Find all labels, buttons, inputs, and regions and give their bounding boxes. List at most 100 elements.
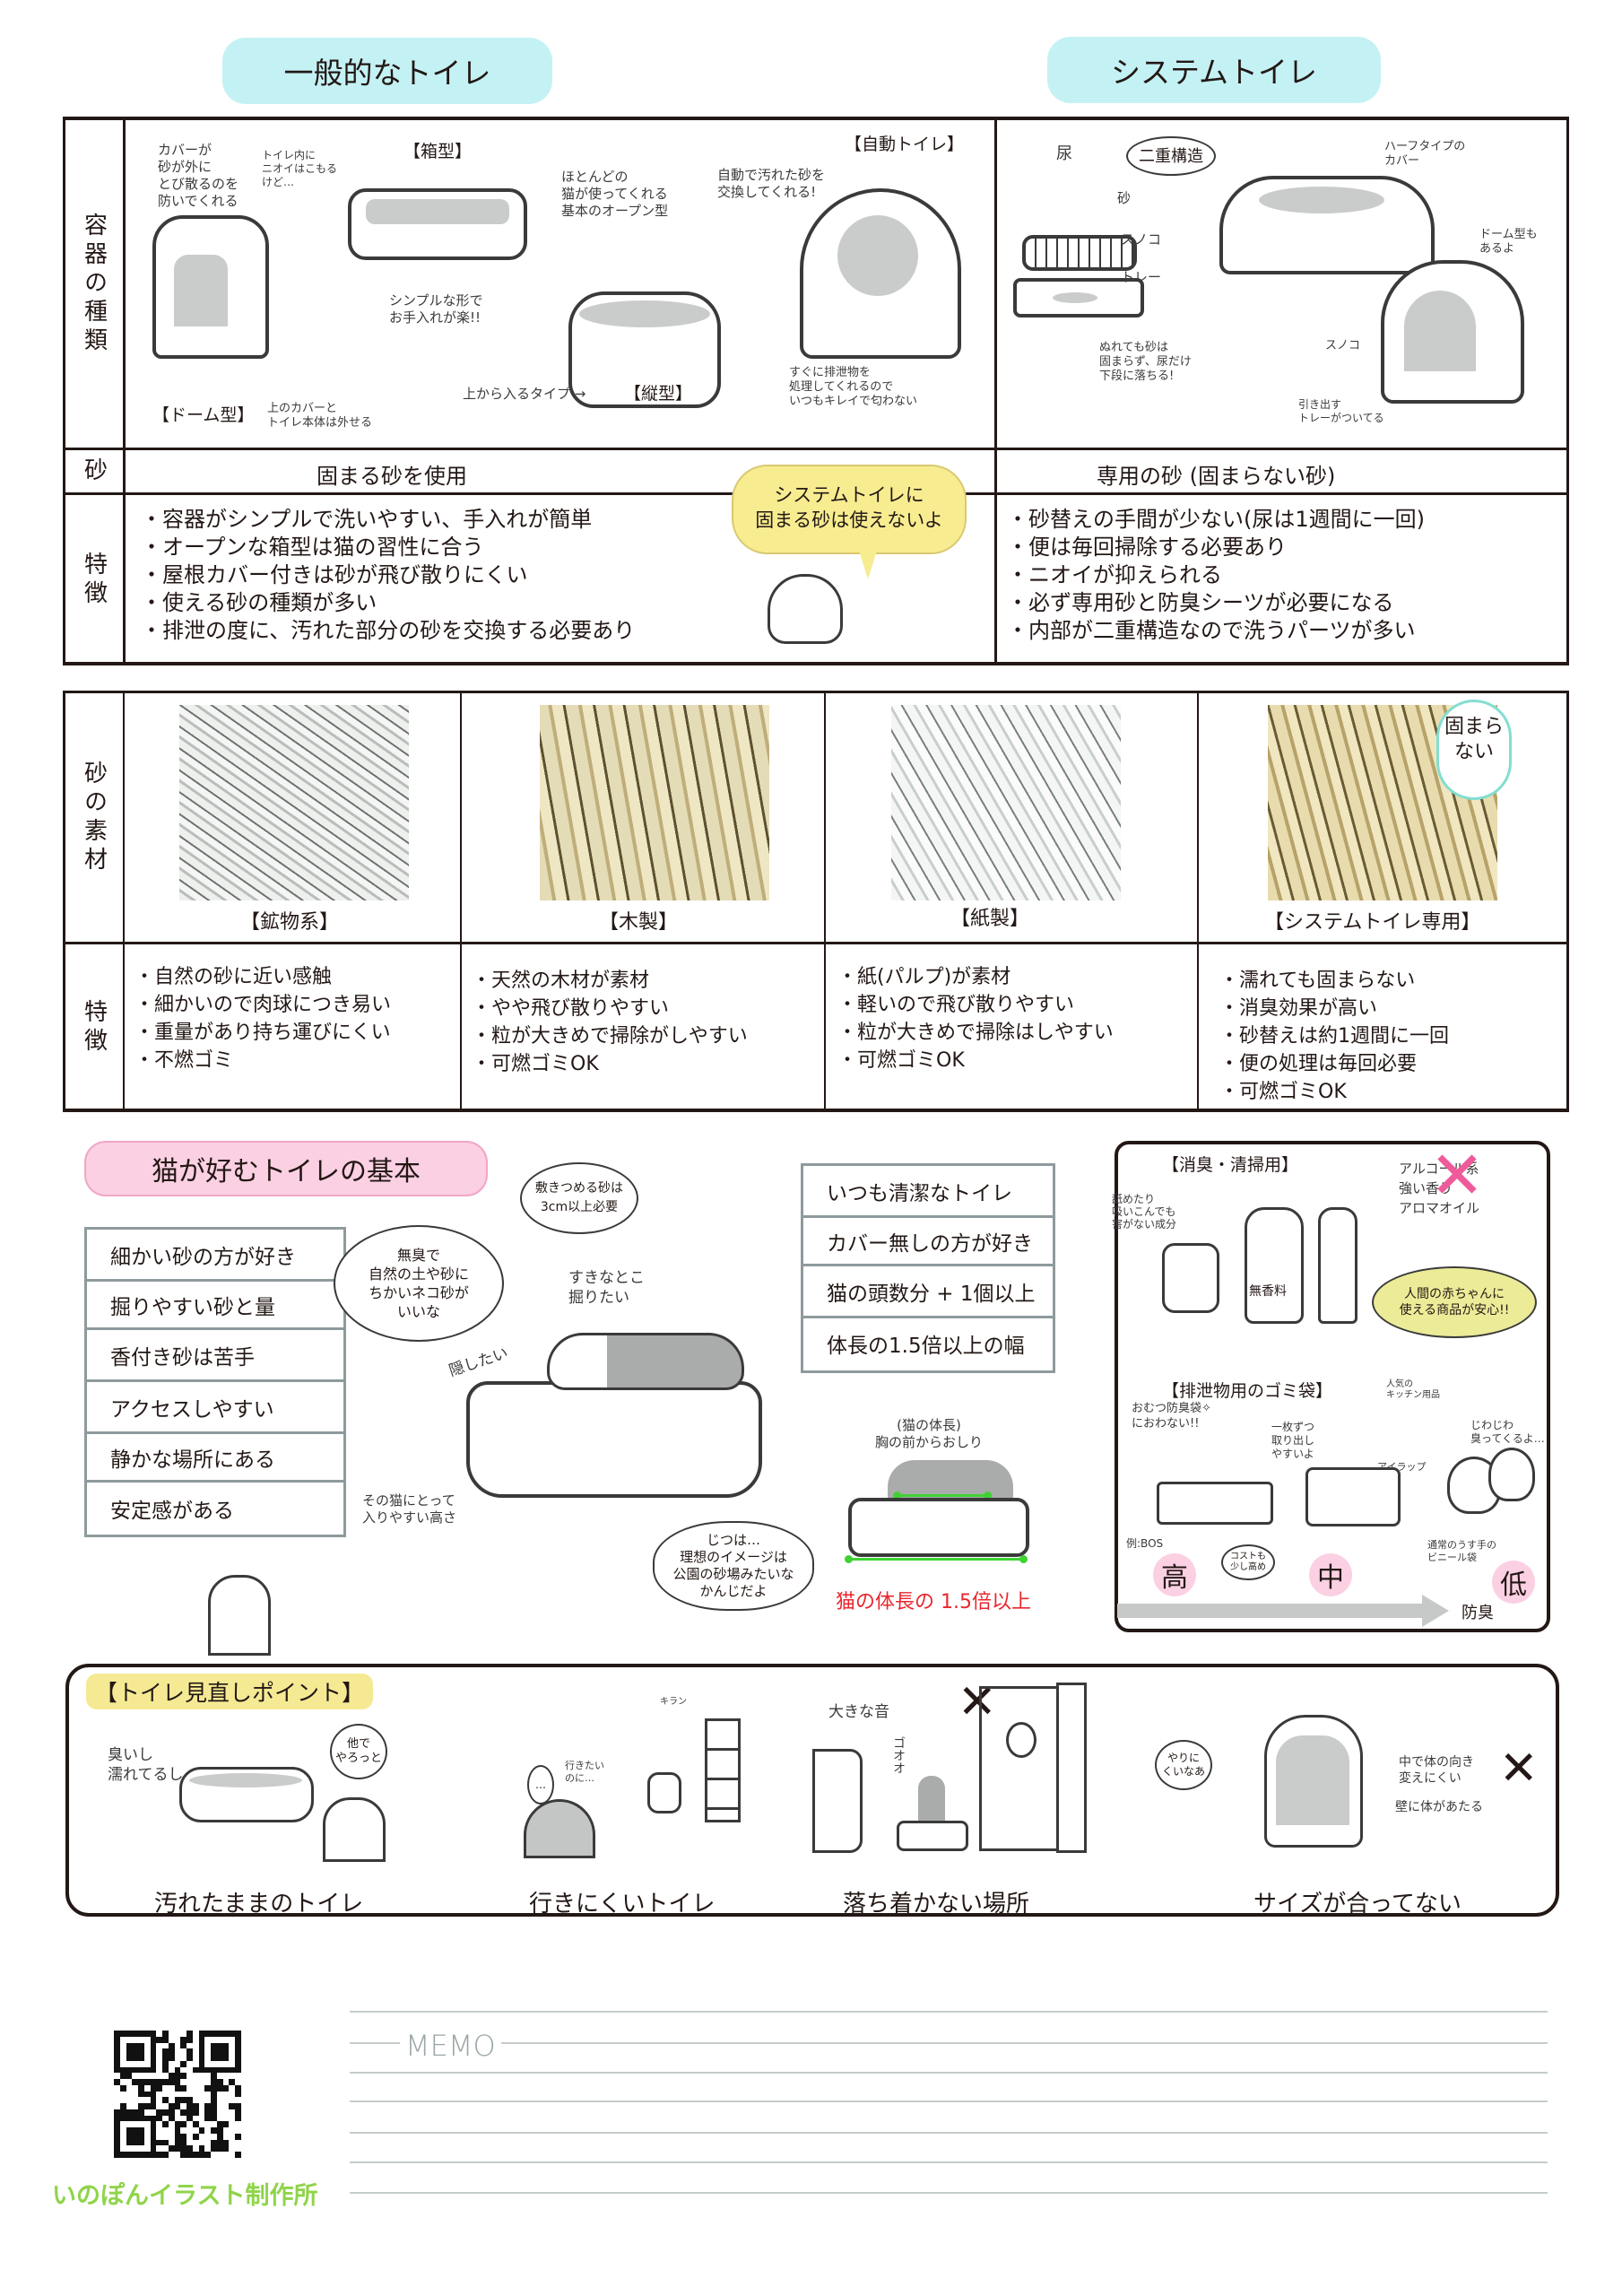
basics-item: 細かい砂の方が好き (87, 1230, 343, 1282)
general-toilet-heading: 一般的なトイレ (222, 38, 552, 104)
bag-box-illustration (1157, 1482, 1273, 1525)
open-box-toilet-illustration (466, 1381, 762, 1498)
qr-code[interactable] (114, 2031, 241, 2158)
tight-dome-toilet-illustration (1264, 1715, 1363, 1848)
note-half-cover: ハーフタイプの カバー (1384, 140, 1466, 168)
note-hard-to-turn: 中で体の向き 変えにくい (1399, 1755, 1474, 1786)
plastic-bag-illustration (1488, 1448, 1535, 1501)
spray-bottle-illustration (1318, 1207, 1357, 1324)
material-label: 【鉱物系】 (240, 911, 340, 934)
note-hide: 隠したい (447, 1344, 511, 1381)
note-from-top: 上から入るタイプ → (463, 386, 586, 402)
memo-rule (350, 2192, 1548, 2194)
note-open: ほとんどの 猫が使ってくれる 基本のオープン型 (561, 169, 669, 219)
system-dome-toilet-illustration (1381, 260, 1524, 404)
memo-label: MEMO (400, 2029, 501, 2063)
review-caption: サイズが合ってない (1253, 1891, 1462, 1918)
note-diaper-bag: おむつ防臭袋✧ におわない!! (1132, 1402, 1211, 1431)
paper-litter-photo (891, 705, 1121, 900)
mineral-litter-photo (179, 705, 409, 900)
note-auto-swap: 自動で汚れた砂を 交換してくれる! (717, 167, 826, 200)
memo-rule (350, 2072, 1548, 2074)
review-points-box (65, 1664, 1559, 1917)
door-illustration (1056, 1683, 1087, 1853)
note-auto-clean: すぐに排泄物を 処理してくれるので いつもキレイで匂わない (789, 366, 918, 408)
divider (65, 448, 1566, 450)
row-label-material-features: 特徴 (80, 999, 108, 1057)
divider (123, 120, 126, 662)
speech-ellipsis: … (527, 1765, 554, 1805)
divider (65, 942, 1566, 944)
comparison-table: 容器の種類 砂 特徴 固まる砂を使用 専用の砂 (固まらない砂) 容器がシンプル… (63, 117, 1569, 665)
feature-item: オープンな箱型は猫の習性に合う (141, 534, 635, 561)
tray-illustration (1013, 278, 1144, 317)
high-toilet-illustration (647, 1772, 681, 1813)
feature-item: 天然の木材が素材 (472, 967, 748, 995)
tray-width-marker (845, 1555, 1028, 1563)
material-label: 【木製】 (599, 911, 679, 934)
basics-item: 猫の頭数分 + 1個以上 (803, 1266, 1053, 1318)
basics-item: いつも清潔なトイレ (803, 1166, 1053, 1218)
note-pull-tray: 引き出す トレーがついてる (1298, 398, 1384, 424)
mascot-speech-text: システムトイレに 固まる砂は使えないよ (755, 484, 943, 531)
non-clumping-badge: 固まら ない (1436, 700, 1512, 800)
basics-heading: 猫が好むトイレの基本 (84, 1141, 488, 1196)
note-smell: トイレ内に ニオイはこもる けど… (262, 149, 338, 188)
note-want-to-go: 行きたい のに… (565, 1760, 604, 1784)
note-roar: ゴオオ (891, 1736, 906, 1774)
system-toilet-heading: システムトイレ (1047, 37, 1381, 103)
note-safe-ingredient: 舐めたり 吸いこんでも 害がない成分 (1112, 1193, 1177, 1231)
system-litter-features-list: 濡れても固まらない 消臭効果が高い 砂替えは約1週間に一回 便の処理は毎回必要 … (1219, 967, 1449, 1106)
note-loud-noise: 大きな音 (828, 1703, 889, 1721)
feature-item: 砂替えは約1週間に一回 (1219, 1022, 1449, 1050)
feature-item: 粒が大きめで掃除がしやすい (472, 1022, 748, 1050)
memo-rule (350, 2161, 1548, 2163)
feature-item: やや飛び散りやすい (472, 995, 748, 1022)
feature-item: 重量があり持ち運びにくい (134, 1019, 391, 1047)
note-detach: 上のカバーと トイレ本体は外せる (267, 402, 373, 430)
review-caption: 汚れたままのトイレ (154, 1891, 364, 1918)
general-sand: 固まる砂を使用 (317, 464, 467, 489)
basics-item: 掘りやすい砂と量 (87, 1282, 343, 1330)
feature-item: 排泄の度に、汚れた部分の砂を交換する必要あり (141, 617, 635, 645)
deodorize-heading: 【消臭・清掃用】 (1162, 1155, 1299, 1175)
auto-type-label: 【自動トイレ】 (845, 135, 965, 154)
annoyed-cat-illustration (323, 1797, 386, 1862)
note-normal-bag: 通常のうす手の ビニール袋 (1427, 1539, 1496, 1563)
feature-item: 消臭効果が高い (1219, 995, 1449, 1022)
material-label: 【紙製】 (950, 908, 1030, 930)
level-medium: 中 (1309, 1553, 1352, 1596)
thought-natural-sand: 無臭で 自然の土や砂に ちかいネコ砂が いいな (334, 1225, 504, 1342)
row-label-types: 容器の種類 (80, 212, 108, 356)
note-height: その猫にとって 入りやすい高さ (362, 1492, 457, 1526)
memo-rule (350, 2100, 1548, 2102)
iwrap-box-illustration (1305, 1467, 1401, 1526)
review-caption: 落ち着かない場所 (843, 1891, 1030, 1918)
note-dig: すきなとこ 掘りたい (568, 1269, 645, 1307)
note-sunoko: スノコ (1121, 231, 1162, 248)
feature-item: 屋根カバー付きは砂が飛び散りにくい (141, 561, 635, 589)
person-illustration (1006, 1722, 1037, 1758)
note-sand: 砂 (1117, 190, 1132, 206)
feature-item: 軽いので飛び散りやすい (837, 991, 1114, 1019)
wood-features-list: 天然の木材が素材 やや飛び散りやすい 粒が大きめで掃除がしやすい 可燃ゴミOK (472, 967, 748, 1078)
thought-elsewhere: 他で やろっと (330, 1724, 387, 1779)
feature-item: 粒が大きめで掃除はしやすい (837, 1019, 1114, 1047)
level-high: 高 (1153, 1553, 1196, 1596)
example-label: 例:BOS (1126, 1537, 1164, 1550)
note-smelly-wet: 臭いし 濡れてるし (108, 1746, 184, 1784)
feature-item: 便の処理は毎回必要 (1219, 1050, 1449, 1078)
material-label: 【システムトイレ専用】 (1264, 911, 1481, 934)
bad-x-icon: ✕ (958, 1675, 997, 1729)
feature-item: 可燃ゴミOK (837, 1047, 1114, 1074)
auto-toilet-illustration (800, 188, 961, 359)
note-popular: 人気の キッチン用品 (1386, 1379, 1440, 1400)
paper-features-list: 紙(パルプ)が素材 軽いので飛び散りやすい 粒が大きめで掃除はしやすい 可燃ゴミ… (837, 963, 1114, 1074)
note-tray: トレー (1121, 269, 1162, 285)
feature-item: 必ず専用砂と防臭シーツが必要になる (1007, 589, 1425, 617)
basics-left-list: 細かい砂の方が好き 掘りやすい砂と量 香付き砂は苦手 アクセスしやすい 静かな場… (84, 1227, 346, 1537)
general-features-list: 容器がシンプルで洗いやすい、手入れが簡単 オープンな箱型は猫の習性に合う 屋根カ… (141, 506, 635, 645)
feature-item: 細かいので肉球につき易い (134, 991, 391, 1019)
wood-litter-photo (540, 705, 769, 900)
dome-toilet-illustration (152, 215, 269, 359)
